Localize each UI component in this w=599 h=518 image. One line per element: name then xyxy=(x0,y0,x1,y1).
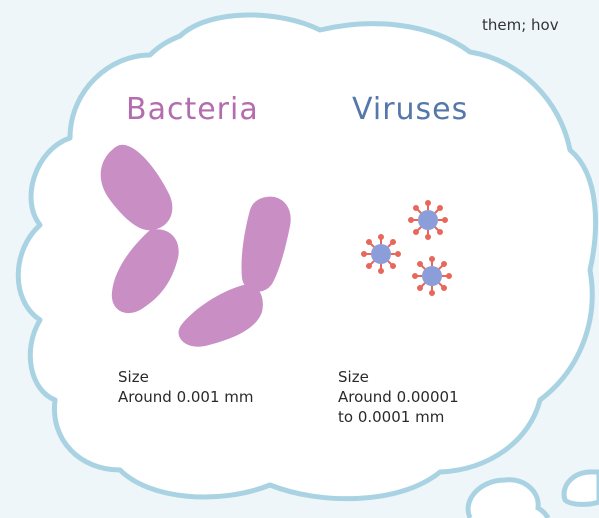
viruses-size-label: Size xyxy=(338,367,459,387)
virus-3 xyxy=(413,257,451,295)
bacteria-size-info: Size Around 0.001 mm xyxy=(118,367,254,407)
small-bubble-1 xyxy=(468,480,548,518)
virus-2 xyxy=(362,235,400,273)
viruses-title: Viruses xyxy=(352,92,468,127)
bacteria-size-label: Size xyxy=(118,367,254,387)
viruses-size-value-line1: Around 0.00001 xyxy=(338,387,459,407)
bubble-outline xyxy=(18,15,595,499)
bacteria-title: Bacteria xyxy=(126,92,259,127)
viruses-size-info: Size Around 0.00001 to 0.0001 mm xyxy=(338,367,459,427)
small-bubble-2 xyxy=(564,472,599,505)
viruses-size-value-line2: to 0.0001 mm xyxy=(338,407,459,427)
virus-1 xyxy=(409,201,447,239)
bacteria-size-value: Around 0.001 mm xyxy=(118,387,254,407)
caption-fragment: them; hov xyxy=(482,16,559,34)
